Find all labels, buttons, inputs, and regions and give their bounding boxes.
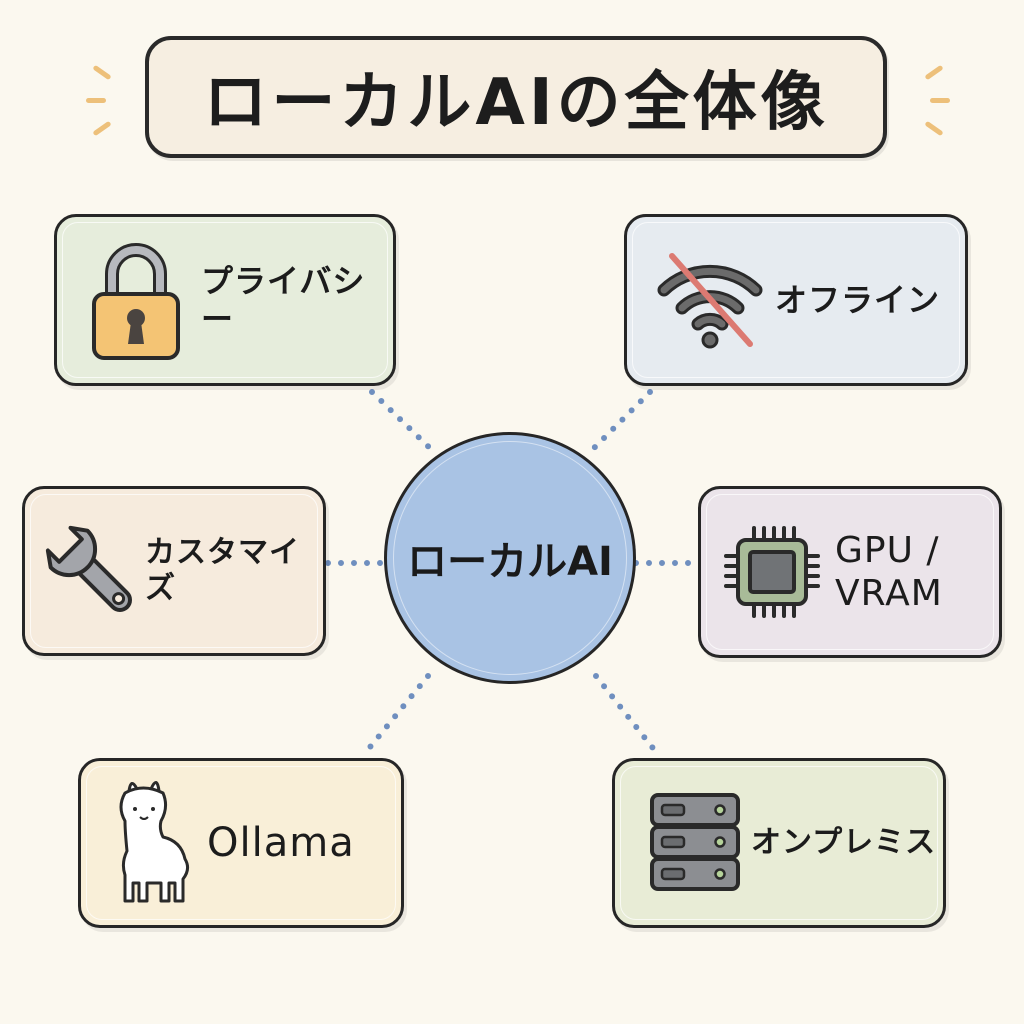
node-label-privacy: プライバシー — [201, 261, 366, 338]
hub-label: ローカルAI — [407, 539, 613, 585]
title-banner: ローカルAIの全体像 — [145, 36, 887, 158]
connector-privacy — [369, 389, 437, 455]
node-label-gpu-line2: VRAM — [835, 573, 943, 614]
connector-onprem — [593, 673, 659, 755]
hub-circle: ローカルAI — [384, 432, 636, 684]
node-customize: カスタマイズ — [22, 486, 326, 656]
node-onprem: オンプレミス — [612, 758, 946, 928]
node-label-customize: カスタマイズ — [145, 535, 300, 606]
connector-offline — [587, 389, 653, 455]
wrench-icon — [37, 516, 145, 626]
node-label-gpu: GPU / VRAM — [835, 529, 943, 615]
node-label-onprem: オンプレミス — [751, 825, 937, 860]
node-gpu: GPU / VRAM — [698, 486, 1002, 658]
connector-ollama — [363, 673, 431, 755]
node-label-offline: オフライン — [775, 280, 941, 319]
padlock-icon — [71, 240, 201, 360]
node-label-ollama: Ollama — [207, 820, 355, 866]
wifi-off-icon — [645, 250, 775, 350]
node-offline: オフライン — [624, 214, 968, 386]
page-title: ローカルAIの全体像 — [203, 66, 829, 140]
sparkle-mark — [86, 98, 106, 103]
sparkle-mark — [930, 98, 950, 103]
node-ollama: Ollama — [78, 758, 404, 928]
llama-icon — [103, 773, 207, 913]
node-privacy: プライバシー — [54, 214, 396, 386]
gpu-chip-icon — [717, 524, 827, 620]
server-rack-icon — [641, 791, 751, 895]
node-label-gpu-line1: GPU / — [835, 529, 940, 571]
